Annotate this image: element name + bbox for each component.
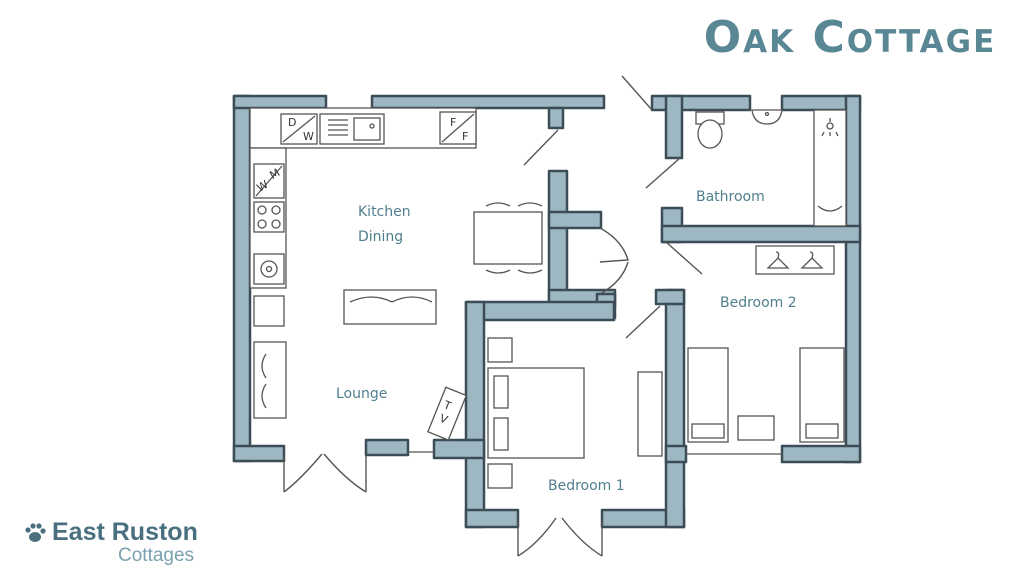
room-label-kitchen: Kitchen xyxy=(358,204,411,220)
bathroom-fixtures xyxy=(695,109,847,227)
wall-left xyxy=(232,94,252,463)
wall-kitchen-hall xyxy=(547,169,569,308)
wall-top-middle xyxy=(370,94,606,110)
cupboard-doors xyxy=(599,227,629,295)
room-label-bedroom1: Bedroom 1 xyxy=(548,478,625,494)
fridge-label-top: F xyxy=(450,116,456,129)
dishwasher-label-bottom: W xyxy=(303,130,314,143)
wall-bed1-right xyxy=(664,288,686,529)
logo-name: East Ruston xyxy=(52,518,198,546)
wardrobe xyxy=(755,245,835,275)
wall-cupboard-top xyxy=(547,210,603,230)
wall-lounge-bed1 xyxy=(432,438,486,460)
shower-icon xyxy=(821,118,839,137)
logo-subtitle: Cottages xyxy=(118,545,195,566)
fridge-label-bottom: F xyxy=(462,130,468,143)
sofa xyxy=(343,289,437,325)
bath xyxy=(813,109,847,227)
room-label-lounge: Lounge xyxy=(336,386,387,402)
room-label-bedroom2: Bedroom 2 xyxy=(720,295,797,311)
wall-bed2-bottom xyxy=(780,444,862,464)
wall-bed1-bottom-left xyxy=(464,508,520,529)
hanger-icon xyxy=(766,251,790,269)
bedside-bottom xyxy=(487,463,513,489)
kitchen-door xyxy=(523,129,559,166)
hanger-icon xyxy=(800,251,824,269)
wall-bottom-left xyxy=(232,444,286,463)
basin xyxy=(751,109,783,125)
bedroom2-door-swing xyxy=(665,241,703,275)
wall-top-left xyxy=(232,94,328,110)
property-title: Oak Cottage xyxy=(703,12,997,63)
wall-stub-kitchen xyxy=(547,106,565,130)
bedroom1-door-swing xyxy=(625,305,661,339)
lounge-doors xyxy=(283,451,434,493)
paw-icon xyxy=(25,523,46,542)
wall-bath-left xyxy=(664,94,684,160)
dishwasher-label-top: D xyxy=(288,116,296,129)
bedside-top xyxy=(487,337,513,363)
room-label-dining: Dining xyxy=(358,229,403,245)
bedroom2-furniture xyxy=(686,245,845,455)
oven xyxy=(253,253,285,285)
dining-table xyxy=(473,202,543,274)
wall-bed1-top xyxy=(464,300,616,322)
wall-bed2-bottom-left xyxy=(664,444,688,464)
room-label-bathroom: Bathroom xyxy=(696,189,765,205)
bathroom-door-swing xyxy=(645,157,681,189)
wall-bath-bed2 xyxy=(660,224,862,244)
wardrobe-bed1 xyxy=(637,371,663,457)
kitchen-units: D W F F W M xyxy=(249,107,559,289)
wall-right xyxy=(844,94,862,464)
side-table xyxy=(253,295,285,327)
tv: T V xyxy=(427,386,468,441)
front-door-swing xyxy=(621,75,653,111)
wall-bed1-left xyxy=(464,300,486,529)
wall-bottom-lounge xyxy=(364,438,410,457)
wall-bed1-right-stub xyxy=(654,288,686,306)
bedroom1-furniture xyxy=(487,337,663,557)
armchair xyxy=(253,341,287,419)
hob xyxy=(253,201,285,233)
walls xyxy=(232,94,862,529)
bedside-table xyxy=(737,415,775,441)
